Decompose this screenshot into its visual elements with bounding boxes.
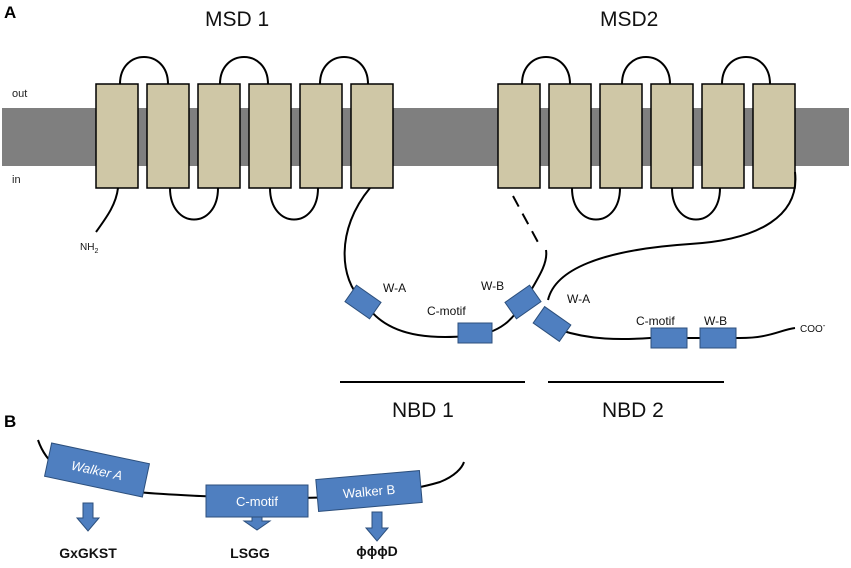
- msd2-outer-loops: [521, 56, 771, 85]
- msd1-label: MSD 1: [205, 8, 269, 31]
- msd2-nbd2-linker: [547, 171, 797, 301]
- walker-b-box: Walker B: [315, 469, 423, 513]
- nbd1-exit-linker: [529, 249, 548, 293]
- nbd2-c-motif-box: [650, 327, 688, 349]
- msd1-helix-3: [197, 83, 241, 189]
- nbd1-walker-b-label: W-B: [481, 279, 504, 293]
- walker-b-sequence: ϕϕϕD: [356, 543, 398, 559]
- n-terminus-label: NH2: [80, 242, 98, 255]
- nbd2-walker-a-label: W-A: [567, 292, 590, 306]
- nbd1-c-motif-box: [457, 322, 493, 344]
- panel-b-label: B: [4, 412, 16, 431]
- walker-a-sequence: GxGKST: [59, 545, 117, 561]
- nbd2-label: NBD 2: [602, 399, 664, 422]
- msd2-helix-1: [497, 83, 541, 189]
- nbd2-walker-b-label: W-B: [704, 314, 727, 328]
- walker-a-box: Walker A: [43, 442, 151, 498]
- nbd1-walker-b-box: [504, 284, 542, 320]
- msd1-helix-5: [299, 83, 343, 189]
- msd1-helix-2: [146, 83, 190, 189]
- walker-b-arrow: [364, 511, 390, 542]
- msd1-helix-6: [350, 83, 394, 189]
- c-terminus-label: COO-: [800, 321, 826, 335]
- c-motif-arrow: [242, 516, 272, 531]
- nbd2-c-motif-label: C-motif: [636, 314, 675, 328]
- msd1-helix-4: [248, 83, 292, 189]
- nbd2-walker-a-box: [532, 305, 572, 343]
- msd1-inner-loops: [169, 187, 319, 221]
- msd1-nbd1-linker: [343, 187, 371, 301]
- nbd1-walker-a-box: [344, 284, 382, 320]
- c-motif-box-label: C-motif: [236, 494, 278, 509]
- walker-b-box-label: Walker B: [342, 482, 395, 501]
- msd2-helices: [497, 83, 796, 189]
- n-terminus-tail: [95, 187, 119, 233]
- walker-a-arrow: [75, 502, 101, 532]
- msd2-helix-2: [548, 83, 592, 189]
- nbd1-walker-a-label: W-A: [383, 281, 406, 295]
- out-label: out: [12, 88, 27, 100]
- panel-a-label: A: [4, 3, 16, 22]
- nbd1-c-motif-label: C-motif: [427, 304, 466, 318]
- msd1-outer-loops: [119, 56, 369, 85]
- c-motif-sequence: LSGG: [230, 545, 270, 561]
- nbd1-label: NBD 1: [392, 399, 454, 422]
- msd2-helix-5: [701, 83, 745, 189]
- in-label: in: [12, 174, 21, 186]
- msd2-helix-3: [599, 83, 643, 189]
- nbd2-walker-b-box: [699, 327, 737, 349]
- msd2-label: MSD2: [600, 8, 658, 31]
- msd1-helices: [95, 83, 394, 189]
- c-motif-box: C-motif: [205, 484, 309, 518]
- msd2-inner-loops: [571, 187, 721, 221]
- dashed-linker: [512, 195, 541, 247]
- msd2-helix-4: [650, 83, 694, 189]
- msd1-helix-1: [95, 83, 139, 189]
- nbd2-backbone: [559, 327, 796, 341]
- msd2-helix-6: [752, 83, 796, 189]
